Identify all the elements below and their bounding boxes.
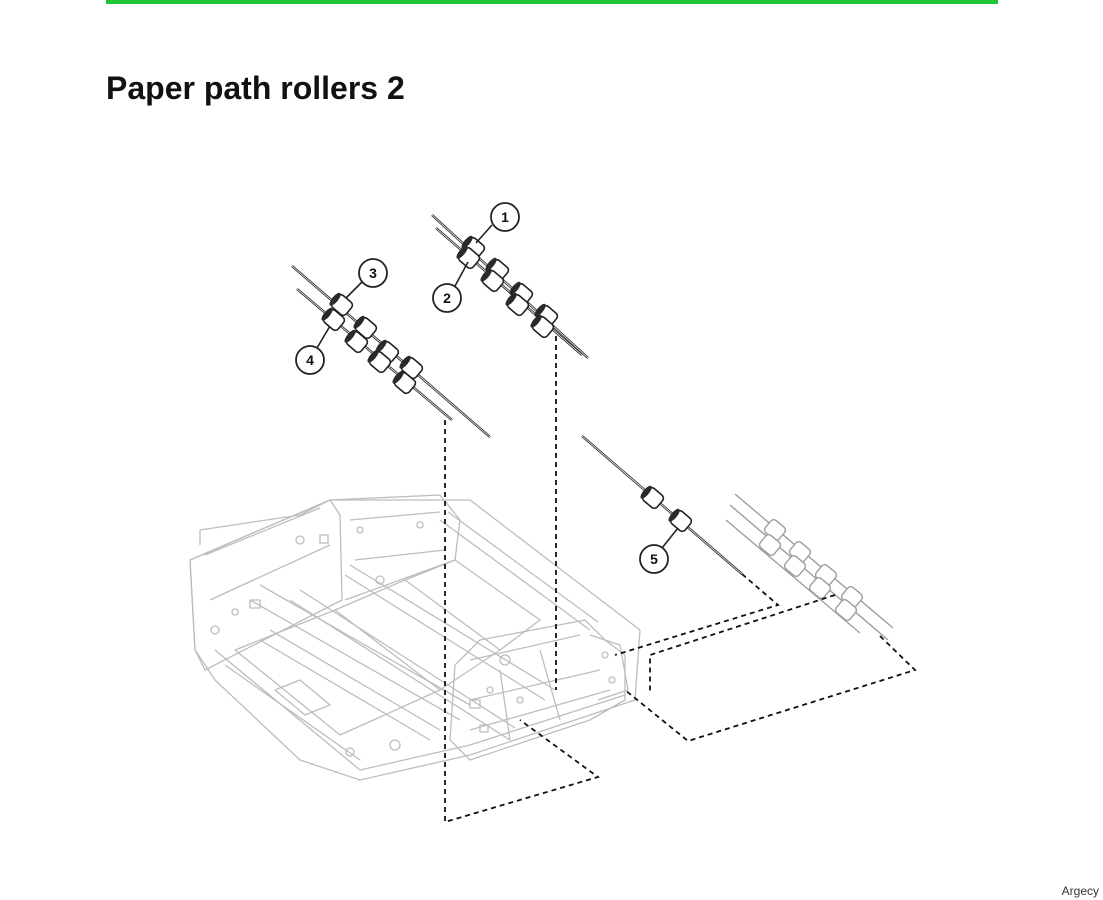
header-rule	[106, 0, 998, 4]
callout-label: 3	[369, 265, 377, 281]
callout-3: 3	[345, 258, 388, 299]
roller-assembly-5	[581, 435, 743, 575]
callout-2: 2	[432, 261, 469, 313]
dashed-leader-lines	[444, 336, 917, 824]
callout-label: 2	[443, 290, 451, 306]
roller-assembly-1-2	[431, 214, 589, 359]
callout-label: 1	[501, 209, 509, 225]
page-title: Paper path rollers 2	[106, 70, 405, 106]
callout-label: 5	[650, 551, 658, 567]
callout-4: 4	[295, 325, 331, 375]
callout-1: 1	[475, 202, 520, 244]
roller-assembly-3-4	[291, 265, 491, 438]
watermark: Argecy	[1061, 884, 1099, 898]
printer-frame	[189, 494, 641, 781]
callout-label: 4	[306, 352, 314, 368]
roller-assembly-reference	[725, 493, 894, 641]
callout-5: 5	[639, 527, 679, 574]
